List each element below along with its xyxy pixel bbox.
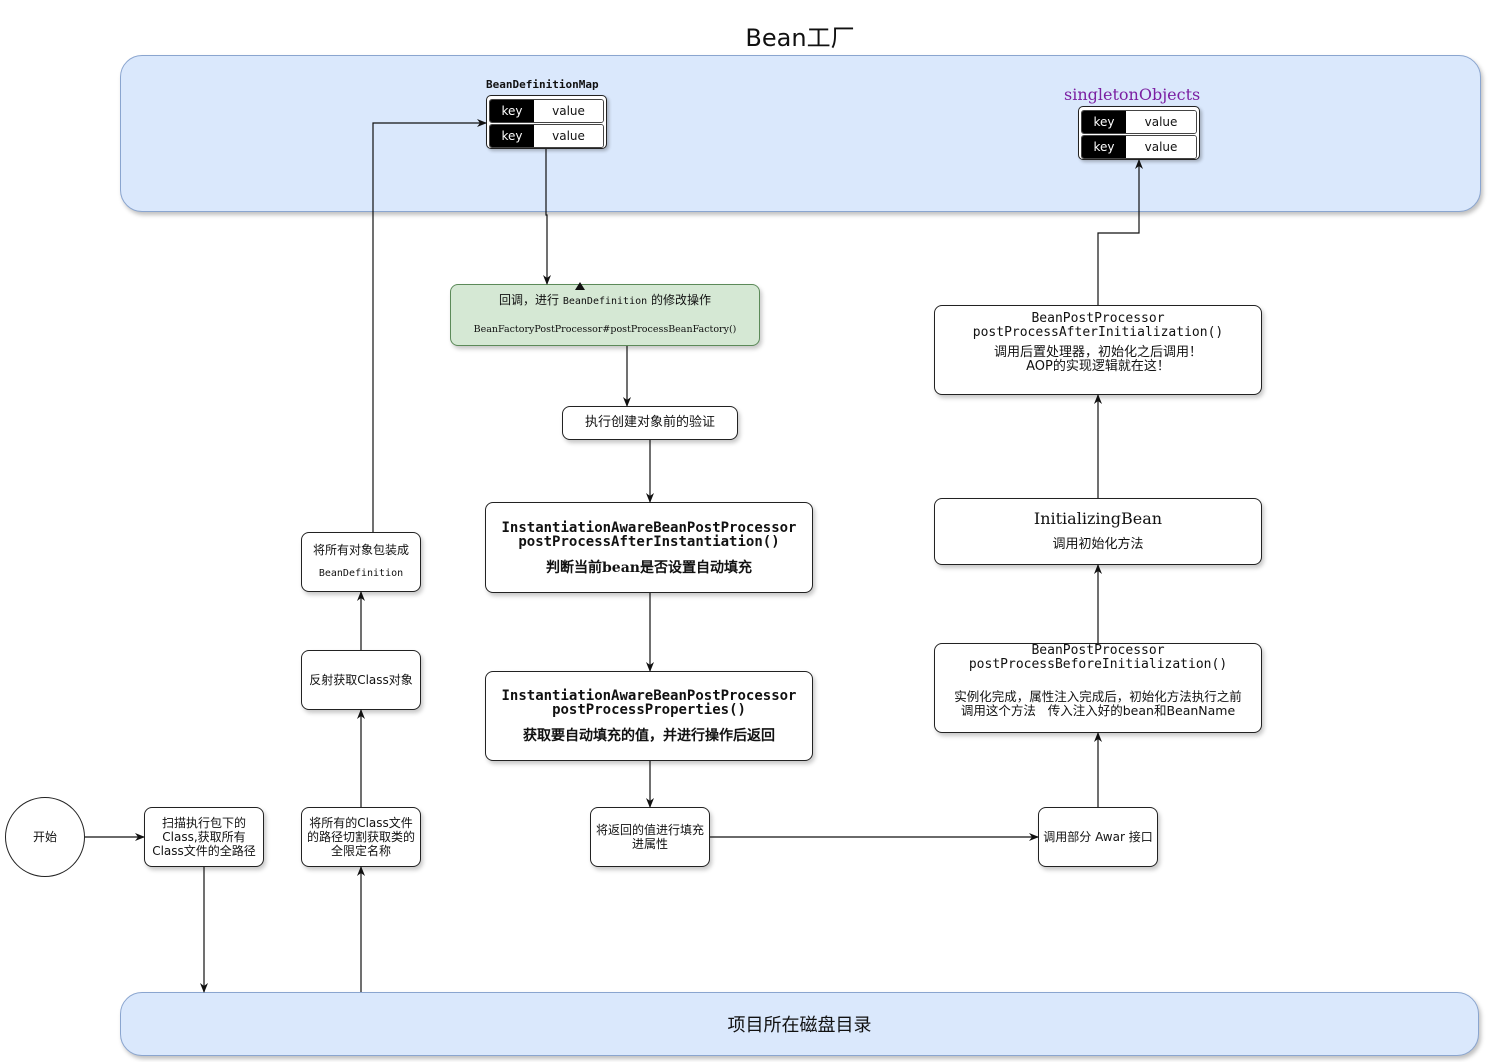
validate-node: 执行创建对象前的验证 <box>562 406 738 440</box>
post-process-properties-node: InstantiationAwareBeanPostProcessor post… <box>485 671 813 761</box>
callback-text-a: 回调，进行 <box>499 293 560 307</box>
callback-line1: 回调，进行 BeanDefinition 的修改操作 <box>499 293 711 309</box>
bean-definition-map: key value key value <box>486 95 607 149</box>
post-props-line1: InstantiationAwareBeanPostProcessor <box>499 688 799 704</box>
after-init-line2: postProcessAfterInitialization() <box>970 325 1226 340</box>
map-key: key <box>1082 136 1126 158</box>
fill-properties-node: 将返回的值进行填充进属性 <box>590 807 710 867</box>
bean-definition-map-title: BeanDefinitionMap <box>486 78 599 91</box>
after-init-line4: AOP的实现逻辑就在这！ <box>1024 359 1172 374</box>
map-value: value <box>534 100 603 122</box>
callback-code: BeanDefinition <box>562 296 648 307</box>
reflect-class-node: 反射获取Class对象 <box>301 650 421 710</box>
after-inst-line2: postProcessAfterInstantiation() <box>516 533 782 550</box>
arrow-after-init-to-singletons <box>1097 159 1143 305</box>
fill-properties-label: 将返回的值进行填充进属性 <box>595 823 704 851</box>
map-row: key value <box>489 124 604 148</box>
disk-directory-band: 项目所在磁盘目录 <box>120 992 1479 1056</box>
init-bean-line1: InitializingBean <box>1031 508 1165 528</box>
start-label: 开始 <box>32 830 57 844</box>
arrow-wrap-to-map <box>372 119 487 532</box>
map-value: value <box>534 125 603 147</box>
callback-top-marker <box>575 282 585 290</box>
cut-path-node: 将所有的Class文件的路径切割获取类的全限定名称 <box>301 807 421 867</box>
post-props-line3: 获取要自动填充的值，并进行操作后返回 <box>521 728 777 744</box>
wrap-line2: BeanDefinition <box>316 567 406 581</box>
after-init-line1: BeanPostProcessor <box>1029 311 1167 326</box>
singleton-objects-title: singletonObjects <box>1064 85 1201 104</box>
map-value: value <box>1126 111 1196 133</box>
before-init-line2: postProcessBeforeInitialization() <box>966 657 1230 672</box>
map-value: value <box>1126 136 1196 158</box>
validate-label: 执行创建对象前的验证 <box>582 415 717 430</box>
map-row: key value <box>489 99 604 123</box>
after-inst-line1: InstantiationAwareBeanPostProcessor <box>499 519 799 536</box>
map-key: key <box>490 125 534 147</box>
wrap-bean-definition-node: 将所有对象包装成 BeanDefinition <box>301 532 421 592</box>
map-row: key value <box>1081 135 1197 159</box>
init-bean-line2: 调用初始化方法 <box>1050 536 1146 552</box>
arrow-map-to-callback <box>543 149 551 285</box>
bean-factory-post-processor-node: 回调，进行 BeanDefinition 的修改操作 BeanFactoryPo… <box>450 284 760 346</box>
cut-path-label: 将所有的Class文件的路径切割获取类的全限定名称 <box>306 816 415 858</box>
map-row: key value <box>1081 110 1197 134</box>
bean-factory-band <box>120 55 1481 212</box>
scan-classes-node: 扫描执行包下的Class,获取所有Class文件的全路径 <box>144 807 264 867</box>
after-instantiation-node: InstantiationAwareBeanPostProcessor post… <box>485 502 813 593</box>
before-initialization-node: BeanPostProcessor postProcessBeforeIniti… <box>934 643 1262 733</box>
before-init-line4: 调用这个方法 传入注入好的bean和BeanName <box>958 703 1238 718</box>
callback-line2: BeanFactoryPostProcessor#postProcessBean… <box>473 324 737 335</box>
map-key: key <box>490 100 534 122</box>
before-init-line3: 实例化完成，属性注入完成后，初始化方法执行之前 <box>952 689 1244 704</box>
scan-classes-label: 扫描执行包下的Class,获取所有Class文件的全路径 <box>152 816 256 858</box>
disk-directory-label: 项目所在磁盘目录 <box>727 1015 872 1036</box>
diagram-title: Bean工厂 <box>745 24 855 52</box>
callback-text-b: 的修改操作 <box>650 293 711 307</box>
before-init-line1: BeanPostProcessor <box>1029 643 1167 658</box>
after-inst-line3: 判断当前bean是否设置自动填充 <box>544 559 754 576</box>
map-key: key <box>1082 111 1126 133</box>
start-node: 开始 <box>5 797 85 877</box>
wrap-line1: 将所有对象包装成 <box>312 543 409 557</box>
aware-label: 调用部分 Awar 接口 <box>1043 830 1153 844</box>
aware-node: 调用部分 Awar 接口 <box>1038 807 1158 867</box>
reflect-class-label: 反射获取Class对象 <box>309 673 413 687</box>
after-initialization-node: BeanPostProcessor postProcessAfterInitia… <box>934 305 1262 395</box>
after-init-line3: 调用后置处理器，初始化之后调用！ <box>991 345 1204 360</box>
post-props-line2: postProcessProperties() <box>550 702 748 718</box>
